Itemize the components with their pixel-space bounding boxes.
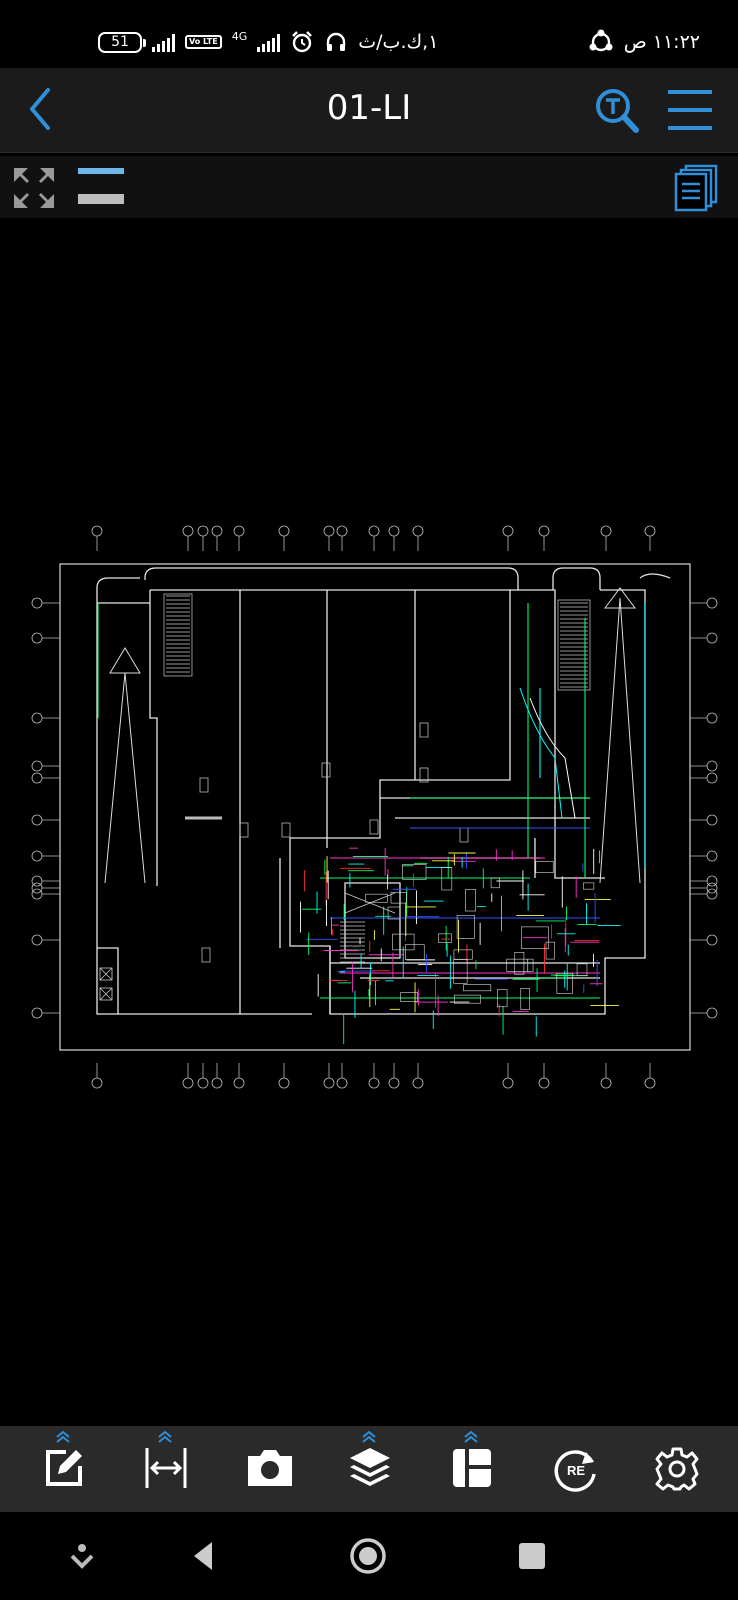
- regen-icon: RE: [554, 1450, 596, 1492]
- clock: ١١:٢٢ ص: [623, 31, 700, 53]
- app-header: 01-LI: [0, 68, 738, 153]
- line-weight-icon[interactable]: [78, 168, 126, 208]
- secondary-toolbar: [0, 156, 738, 218]
- text-search-icon[interactable]: [594, 86, 642, 136]
- status-bar: 51 Vo LTE 4G ١,ك.ب/ث ١١:٢٢ ص: [0, 0, 738, 68]
- alarm-icon: [292, 31, 313, 53]
- signal-strength-icon-2: [257, 32, 281, 52]
- recents-square-icon[interactable]: [510, 1534, 554, 1578]
- home-circle-icon[interactable]: [346, 1534, 390, 1578]
- camera-icon: [248, 1450, 292, 1486]
- back-chevron-icon[interactable]: [22, 84, 62, 134]
- layers-icon: [350, 1448, 390, 1486]
- gear-icon: [655, 1447, 699, 1491]
- chevron-up-icon: [362, 1430, 376, 1443]
- drawing-canvas[interactable]: [0, 218, 738, 1426]
- chevron-up-icon: [464, 1430, 478, 1443]
- status-left-group: 51 Vo LTE 4G ١,ك.ب/ث: [98, 28, 438, 56]
- network-type-label: 4G: [231, 29, 248, 43]
- layouts-button[interactable]: [436, 1426, 506, 1512]
- layers-button[interactable]: [334, 1426, 404, 1512]
- system-nav-bar: [0, 1512, 738, 1600]
- snapshot-button[interactable]: [232, 1426, 302, 1512]
- page-title: 01-LI: [326, 88, 412, 128]
- settings-button[interactable]: [640, 1426, 710, 1512]
- signal-strength-icon: [152, 32, 175, 52]
- bottom-toolbar: RE: [0, 1426, 738, 1512]
- hamburger-menu-icon[interactable]: [666, 88, 714, 132]
- regen-button[interactable]: RE: [538, 1426, 608, 1512]
- volte-badge: Vo LTE: [185, 35, 222, 49]
- measure-icon: [145, 1448, 187, 1488]
- sync-icon: [589, 29, 613, 52]
- measure-button[interactable]: [130, 1426, 200, 1512]
- chevron-up-icon: [158, 1430, 172, 1443]
- chevron-up-icon: [56, 1430, 70, 1443]
- regen-label: RE: [567, 1463, 585, 1478]
- expand-arrows-icon[interactable]: [12, 166, 56, 210]
- back-triangle-icon[interactable]: [182, 1534, 226, 1578]
- keyboard-down-icon[interactable]: [60, 1534, 104, 1578]
- edit-icon: [46, 1450, 82, 1486]
- pages-stack-icon[interactable]: [674, 164, 720, 212]
- layout-icon: [453, 1449, 491, 1487]
- markup-button[interactable]: [28, 1426, 98, 1512]
- cad-floor-plan: [31, 525, 718, 1089]
- battery-indicator: 51: [98, 31, 146, 53]
- status-right-group: ١١:٢٢ ص: [588, 28, 700, 56]
- headset-icon: [327, 32, 346, 51]
- carrier-text: ١,ك.ب/ث: [358, 31, 439, 53]
